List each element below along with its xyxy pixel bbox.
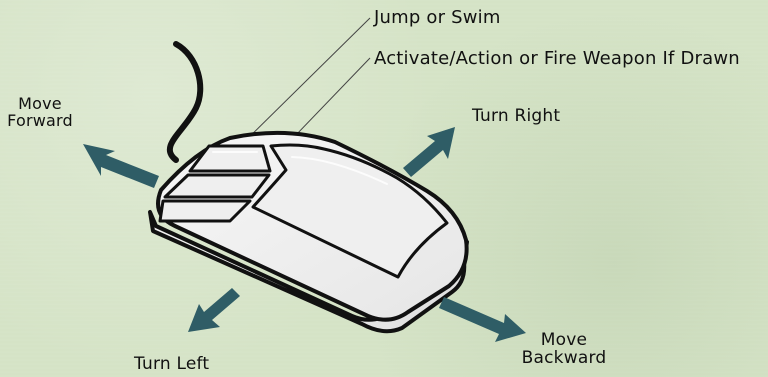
mouse-cable <box>166 41 204 163</box>
mouse-left-button-top <box>188 144 272 173</box>
move-backward-line-1: Move <box>540 330 588 350</box>
mouse-icon <box>148 130 469 334</box>
move-forward-line-2: Forward <box>7 110 73 130</box>
move-forward-line-1: Move <box>18 94 62 113</box>
mouse-left-button-middle <box>163 173 271 199</box>
move-backward-label: Move Backward <box>514 330 614 368</box>
arrow-down-right-icon <box>439 297 526 342</box>
move-forward-label: Move Forward <box>3 94 77 130</box>
jump-leader-line <box>233 17 371 153</box>
arrow-up-right-icon <box>403 127 455 177</box>
activate-action-label: Activate/Action or Fire Weapon If Drawn <box>374 48 740 69</box>
turn-left-label: Turn Left <box>134 354 210 374</box>
move-backward-line-2: Backward <box>521 347 607 368</box>
turn-right-label: Turn Right <box>472 106 561 126</box>
mouse-highlight-right <box>291 156 388 185</box>
arrow-down-left-icon <box>188 288 240 332</box>
arrow-up-left-icon <box>83 144 159 188</box>
jump-or-swim-label: Jump or Swim <box>374 7 501 28</box>
mouse-right-button <box>251 143 449 279</box>
mouse-left-button-bottom <box>158 199 252 223</box>
